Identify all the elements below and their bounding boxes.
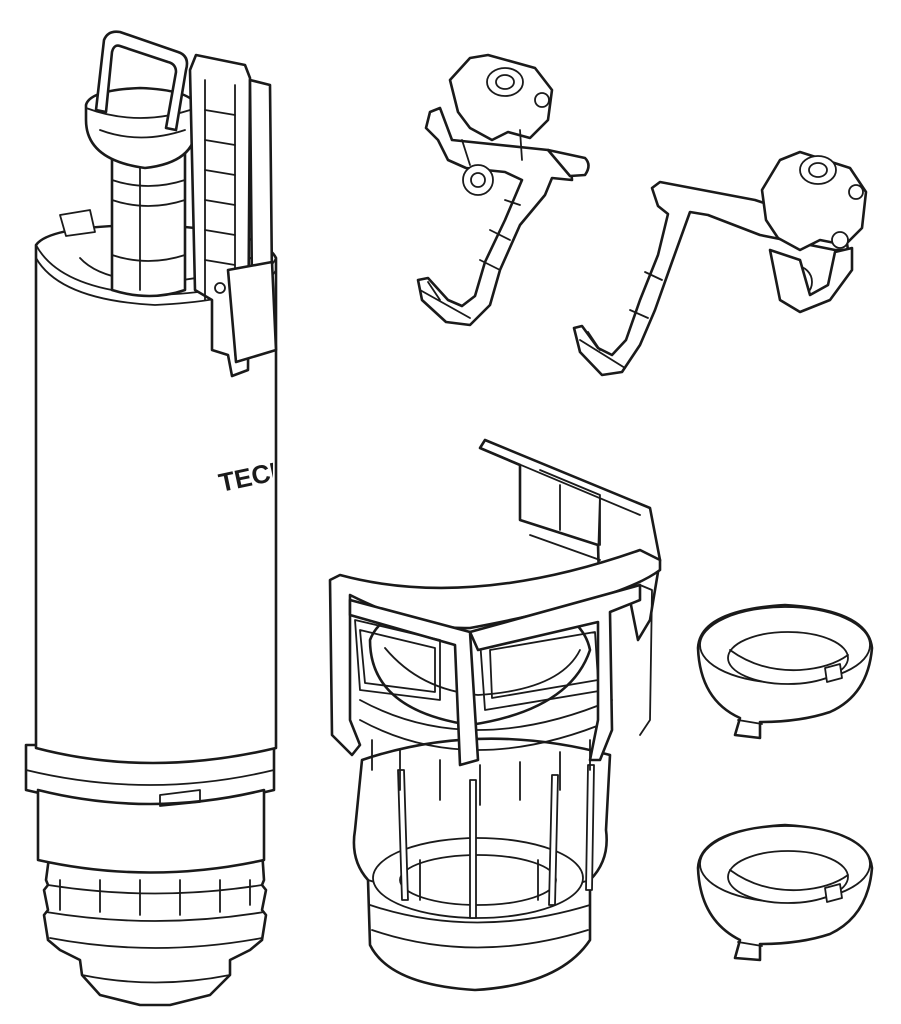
seal-ring-upper (696, 603, 874, 740)
flush-valve: TECE (24, 30, 278, 1007)
basket-cage (328, 438, 662, 992)
flush-valve-lower-collar (24, 743, 276, 874)
flush-valve-stem (110, 148, 187, 298)
flush-valve-pull-handle (94, 30, 189, 132)
lever-arm-right (572, 150, 868, 377)
lever-arm-left (416, 53, 590, 327)
flush-valve-adjust-rack (188, 53, 278, 378)
seal-ring-lower (696, 823, 874, 962)
flush-valve-threaded-base (42, 848, 268, 1007)
